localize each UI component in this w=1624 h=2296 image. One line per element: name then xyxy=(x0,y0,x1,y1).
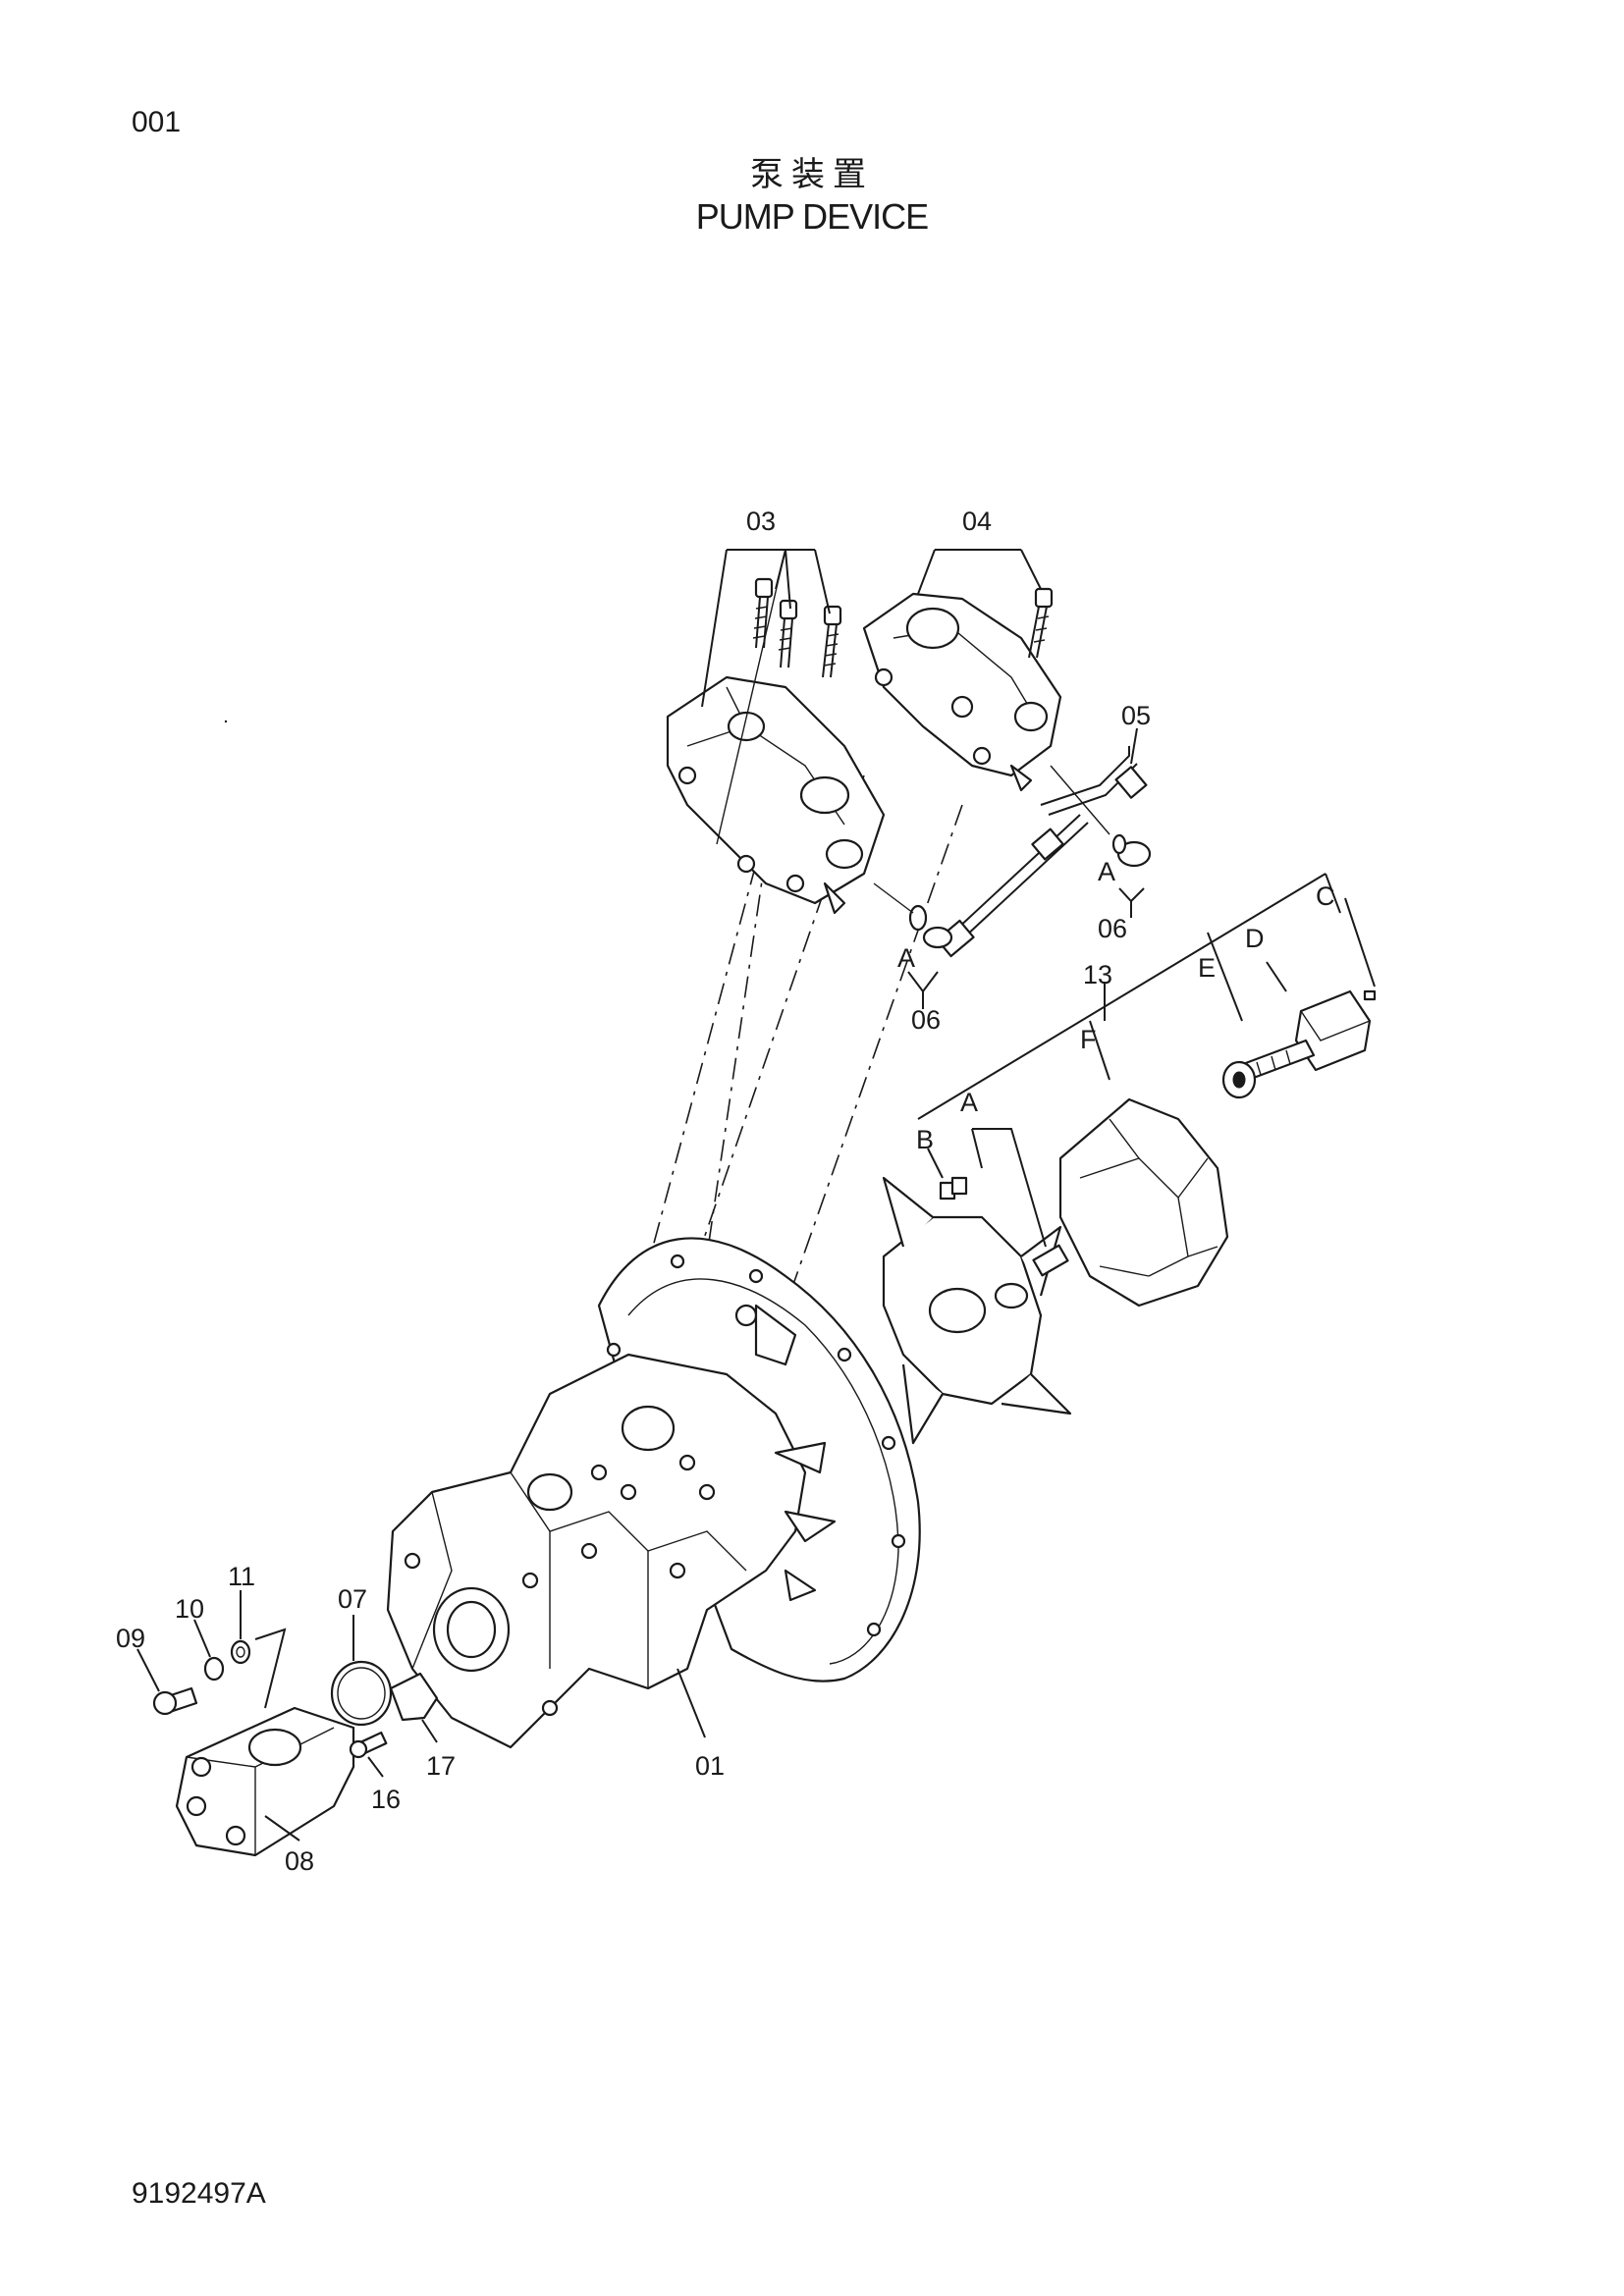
callout-06-right: 06 xyxy=(1098,914,1127,943)
callout-01: 01 xyxy=(695,1751,725,1781)
title-english: PUMP DEVICE xyxy=(695,196,929,237)
regulator-bolts xyxy=(752,577,842,678)
main-pump-assembly xyxy=(386,1237,921,1749)
gear-pump-assembly xyxy=(152,1639,439,1857)
regulator-04 xyxy=(862,587,1062,792)
callout-08: 08 xyxy=(285,1846,314,1876)
drawing-code: 9192497A xyxy=(132,2177,266,2210)
callout-09: 09 xyxy=(116,1624,145,1653)
leader-lines xyxy=(136,549,1376,1842)
callout-13-c: C xyxy=(1316,881,1335,911)
callout-16: 16 xyxy=(371,1785,401,1814)
callout-13-e: E xyxy=(1198,953,1216,983)
callout-13-b: B xyxy=(916,1125,934,1154)
callout-06-left: 06 xyxy=(911,1005,941,1035)
page-number: 001 xyxy=(132,106,182,138)
stray-mark xyxy=(224,720,228,723)
callout-07: 07 xyxy=(338,1584,367,1614)
callout-06-right-a: A xyxy=(1098,857,1115,886)
callout-13: 13 xyxy=(1083,960,1112,989)
callout-labels: 03 04 05 06 06 A A 13 C D E F A B 01 07 … xyxy=(116,507,1335,1876)
regulator-03 xyxy=(666,577,886,915)
callout-03: 03 xyxy=(746,507,776,536)
callout-11: 11 xyxy=(228,1562,255,1591)
title-chinese: 泵装置 xyxy=(750,155,874,194)
callout-13-d: D xyxy=(1245,924,1265,953)
pipe-and-fittings xyxy=(873,746,1152,958)
callout-04: 04 xyxy=(962,507,992,536)
callout-05: 05 xyxy=(1121,701,1151,730)
callout-10: 10 xyxy=(175,1594,204,1624)
callout-13-f: F xyxy=(1080,1025,1097,1054)
callout-13-a: A xyxy=(960,1088,978,1117)
coupling-13 xyxy=(882,989,1377,1445)
callout-06-left-a: A xyxy=(897,943,915,973)
callout-17: 17 xyxy=(426,1751,456,1781)
